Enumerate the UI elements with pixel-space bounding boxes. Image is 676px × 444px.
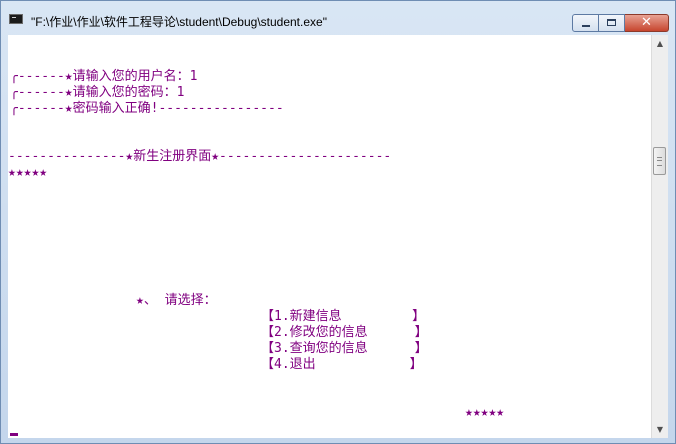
maximize-button[interactable] <box>599 14 625 32</box>
console-output[interactable]: ╭------★请输入您的用户名：1 ╭------★请输入您的密码：1 ╭--… <box>8 35 651 438</box>
stars-bottom-line: ★★★★★ <box>465 405 505 420</box>
window-title: "F:\作业\作业\软件工程导论\student\Debug\student.e… <box>31 15 327 29</box>
choose-prompt-line: ★、 请选择： <box>136 293 217 308</box>
password-prompt-line: ╭------★请输入您的密码：1 <box>10 85 185 100</box>
close-icon: ✕ <box>641 15 652 30</box>
scroll-up-arrow-icon[interactable]: ▲ <box>656 39 664 48</box>
minimize-button[interactable] <box>572 14 599 32</box>
maximize-icon <box>607 19 616 26</box>
username-prompt-line: ╭------★请输入您的用户名：1 <box>10 69 198 84</box>
vertical-scrollbar[interactable]: ▲ ▼ <box>651 35 668 438</box>
scroll-down-arrow-icon[interactable]: ▼ <box>656 425 664 434</box>
title-bar[interactable]: "F:\作业\作业\软件工程导论\student\Debug\student.e… <box>1 1 675 35</box>
menu-item-new-info: 【1.新建信息 】 <box>261 309 426 324</box>
minimize-icon <box>582 25 590 27</box>
menu-item-exit: 【4.退出 】 <box>261 357 423 372</box>
console-app-icon <box>9 14 23 24</box>
registration-header-line: ---------------★新生注册界面★-----------------… <box>8 149 392 164</box>
close-button[interactable]: ✕ <box>625 14 669 32</box>
password-correct-line: ╭------★密码输入正确!---------------- <box>10 101 284 116</box>
menu-item-query-info: 【3.查询您的信息 】 <box>261 341 428 356</box>
scrollbar-thumb[interactable] <box>653 147 666 175</box>
menu-item-modify-info: 【2.修改您的信息 】 <box>261 325 428 340</box>
text-cursor <box>10 433 18 436</box>
caption-buttons: ✕ <box>572 14 669 32</box>
stars-top-line: ★★★★★ <box>8 165 48 180</box>
